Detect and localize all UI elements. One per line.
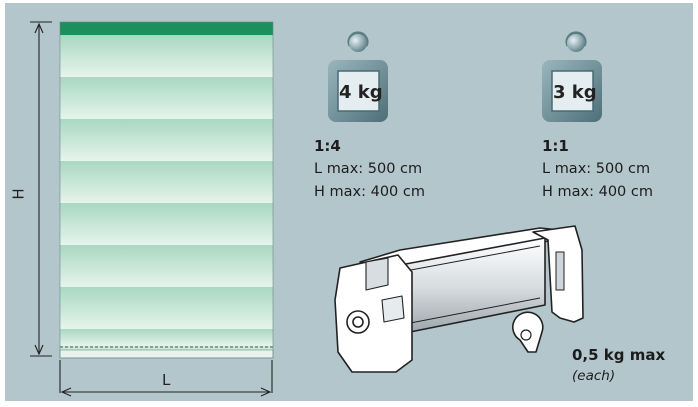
weight-1-ratio: 1:4: [314, 137, 341, 155]
weight-2-h-max: H max: 400 cm: [542, 184, 653, 200]
weight-1-h-max: H max: 400 cm: [314, 184, 425, 200]
weight-2-label: 3 kg: [553, 82, 597, 103]
height-label: H: [9, 188, 28, 200]
length-dimension: [59, 360, 273, 397]
roller-mechanism: [334, 225, 584, 373]
clip-max-label: 0,5 kg max: [572, 346, 666, 364]
weight-3kg-graphic: [542, 31, 602, 122]
weight-4kg-graphic: [328, 31, 388, 122]
curtain: [59, 21, 274, 359]
clip-note: (each): [572, 368, 616, 384]
length-label: L: [162, 371, 171, 389]
curtain-top-rail: [60, 22, 273, 35]
weight-1-label: 4 kg: [339, 82, 383, 103]
weight-1-l-max: L max: 500 cm: [314, 161, 423, 177]
height-dimension: [30, 21, 52, 357]
weight-2-ratio: 1:1: [542, 137, 569, 155]
weight-2-l-max: L max: 500 cm: [542, 161, 651, 177]
